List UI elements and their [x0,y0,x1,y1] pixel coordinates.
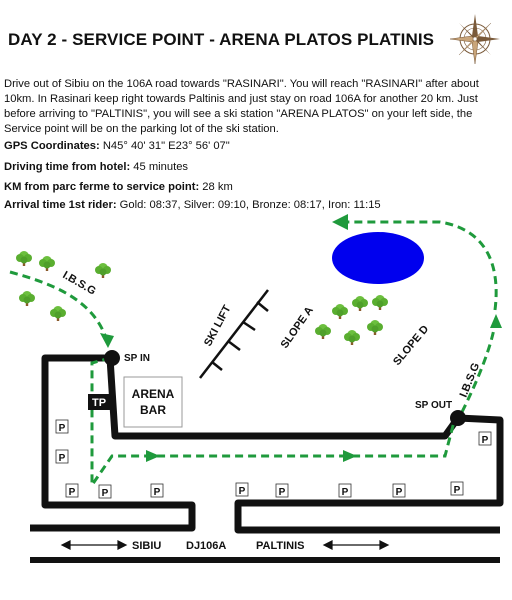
lake [332,232,424,284]
svg-text:P: P [279,487,286,498]
ibsg-left-label: I.B.S.G [61,269,98,297]
gps-coordinates: GPS Coordinates: N45° 40' 31" E23° 56' 0… [4,140,230,152]
access-road [106,357,504,534]
route-arrow-in [100,333,114,348]
directions-paragraph: Drive out of Sibiu on the 106A road towa… [4,78,479,135]
sp-out-marker [450,410,466,426]
page-title: DAY 2 - SERVICE POINT - ARENA PLATOS PLA… [8,30,435,49]
svg-text:P: P [454,485,461,496]
svg-text:P: P [102,488,109,499]
route-out [460,322,497,413]
parking-sign-icon: P [98,484,112,499]
parking-sign-icon: P [235,482,249,497]
parking-sign-icon: P [338,483,352,498]
arrival-value: Gold: 08:37, Silver: 09:10, Bronze: 08:1… [116,199,381,211]
arena-bar-label-1: ARENA [132,387,175,401]
km-label: KM from parc ferme to service point: [4,181,200,193]
route-arrow-1 [146,450,160,462]
tree-icon [352,296,368,311]
svg-text:P: P [239,486,246,497]
driving-label: Driving time from hotel: [4,161,131,173]
parking-sign-icon: P [55,449,69,464]
ski-lift [199,289,269,379]
svg-text:P: P [342,487,349,498]
tree-icon [50,306,66,321]
tree-icon [372,295,388,310]
km-distance: KM from parc ferme to service point: 28 … [4,181,233,193]
slope-a-label: SLOPE A [279,305,316,351]
two-way-arrow-icon [60,540,128,550]
tp-label: TP [92,397,106,409]
parking-sign-icon: P [275,483,289,498]
two-way-arrow-icon [322,540,390,550]
tree-icon [19,291,35,306]
tree-icon [344,330,360,345]
tp-marker [88,394,110,410]
arrival-time: Arrival time 1st rider: Gold: 08:37, Sil… [4,199,381,211]
route-arrow-left [332,214,348,230]
parking-sign-icon: P [65,483,79,498]
arena-bar-building [123,376,183,428]
parking-sign-icon: P [150,483,164,498]
tree-icon [332,304,348,319]
road-label-sibiu: SIBIU [132,540,161,552]
ibsg-right-label: I.B.S.G [458,361,483,399]
svg-text:P: P [59,423,66,434]
route-parking [90,356,457,490]
gps-label: GPS Coordinates: [4,140,100,152]
tree-icon [95,263,111,278]
tree-icon [315,324,331,339]
svg-text:P: P [154,487,161,498]
gps-value: N45° 40' 31" E23° 56' 07" [99,140,230,152]
parking-outline-road [30,354,196,532]
svg-text:P: P [396,487,403,498]
tree-icon [39,256,55,271]
svg-text:P: P [69,487,76,498]
route-loop [348,220,498,311]
sp-in-label: SP IN [124,353,150,364]
arena-bar-label-2: BAR [140,403,166,417]
driving-time: Driving time from hotel: 45 minutes [4,161,188,173]
parking-sign-icon: P [55,419,69,434]
road-label-name: DJ106A [186,540,226,552]
parking-sign-icon: P [478,431,492,446]
parking-sign-icon: P [392,483,406,498]
km-value: 28 km [199,181,233,193]
road-label-paltinis: PALTINIS [256,540,304,552]
route-arrow-2 [343,450,357,462]
sp-in-marker [104,350,120,366]
route-in [9,270,108,339]
route-arrow-up [490,314,502,328]
compass-rose-icon [449,14,500,65]
parking-sign-icon: P [450,481,464,496]
tree-icon [16,251,32,266]
driving-value: 45 minutes [130,161,189,173]
sp-out-label: SP OUT [415,400,452,411]
slope-d-label: SLOPE D [391,323,431,368]
arrival-label: Arrival time 1st rider: [4,199,117,211]
tree-icon [367,320,383,335]
svg-text:P: P [59,453,66,464]
svg-text:P: P [482,435,489,446]
